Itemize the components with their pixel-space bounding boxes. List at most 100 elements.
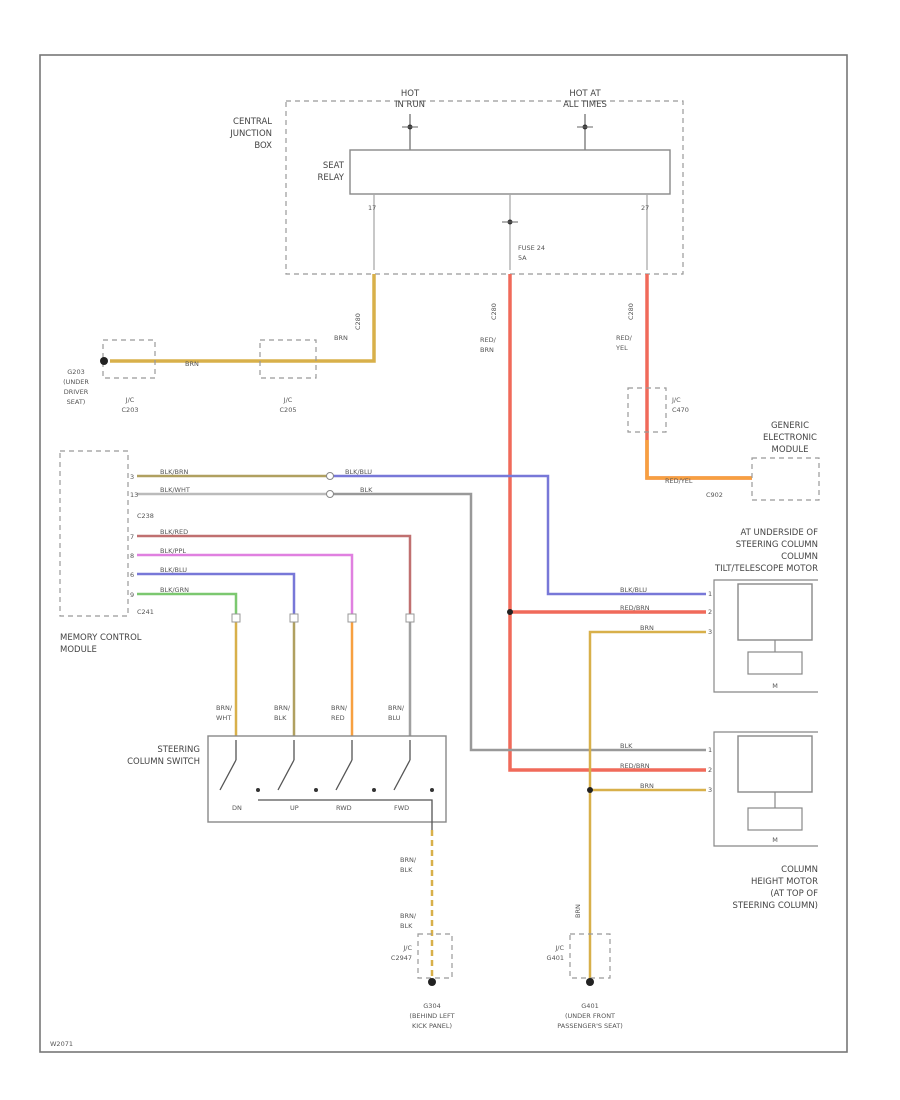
- svg-text:BRN/: BRN/: [216, 704, 233, 712]
- svg-text:FWD: FWD: [394, 804, 409, 812]
- central-junction-box-outline: [285, 100, 684, 275]
- svg-text:BRN: BRN: [640, 782, 654, 790]
- svg-text:RED/YEL: RED/YEL: [665, 477, 693, 485]
- svg-text:J/C: J/C: [554, 944, 564, 952]
- svg-text:BLK/BLU: BLK/BLU: [620, 586, 647, 594]
- svg-text:BRN/: BRN/: [400, 856, 417, 864]
- svg-text:RED/BRN: RED/BRN: [620, 604, 650, 612]
- svg-text:8: 8: [130, 552, 134, 560]
- svg-text:PASSENGER'S SEAT): PASSENGER'S SEAT): [557, 1022, 623, 1030]
- wire-brn-g401: [588, 630, 706, 980]
- svg-text:BRN/: BRN/: [331, 704, 348, 712]
- hot-in-run-feed: [402, 114, 418, 150]
- svg-text:ELECTRONIC: ELECTRONIC: [763, 433, 817, 443]
- g401-label: G401 (UNDER FRONT PASSENGER'S SEAT): [557, 1002, 623, 1030]
- steering-column-switch-label: STEERING COLUMN SWITCH: [127, 745, 200, 767]
- g203-label: G203 (UNDER DRIVER SEAT): [63, 368, 89, 406]
- svg-text:BLK/BRN: BLK/BRN: [160, 468, 189, 476]
- brn-blu-label: BRN/ BLU: [388, 704, 405, 722]
- seat-relay-box: [349, 149, 671, 195]
- svg-text:BLK/PPL: BLK/PPL: [160, 547, 186, 555]
- svg-text:BRN: BRN: [574, 904, 582, 918]
- svg-text:COLUMN: COLUMN: [781, 865, 818, 875]
- svg-text:STEERING COLUMN): STEERING COLUMN): [732, 901, 818, 911]
- svg-text:GENERIC: GENERIC: [771, 421, 809, 431]
- memory-control-module-label: MEMORY CONTROL MODULE: [60, 633, 142, 655]
- svg-text:KICK PANEL): KICK PANEL): [412, 1022, 452, 1030]
- svg-text:C280: C280: [354, 313, 362, 330]
- svg-text:BLK: BLK: [360, 486, 373, 494]
- wire-blk: [330, 492, 706, 752]
- svg-text:COLUMN: COLUMN: [781, 552, 818, 562]
- wire-blk-blu: [137, 572, 296, 615]
- svg-text:BLK/RED: BLK/RED: [160, 528, 188, 536]
- svg-text:BLK/BLU: BLK/BLU: [345, 468, 372, 476]
- jc-c2947-label: J/C C2947: [391, 944, 413, 962]
- jc-c205-box: [259, 339, 317, 379]
- memory-control-module-box: [59, 450, 129, 617]
- svg-text:BRN/: BRN/: [274, 704, 291, 712]
- svg-text:BLK/WHT: BLK/WHT: [160, 486, 190, 494]
- jc-c2947-box: [417, 933, 453, 979]
- seat-relay-label: SEAT RELAY: [317, 161, 344, 183]
- svg-text:G401: G401: [547, 954, 564, 962]
- svg-text:BRN: BRN: [640, 624, 654, 632]
- svg-text:RED: RED: [331, 714, 345, 722]
- jc-c203-box: [102, 339, 156, 379]
- svg-text:3: 3: [130, 473, 134, 481]
- g304-label: G304 (BEHIND LEFT KICK PANEL): [409, 1002, 454, 1030]
- red-yel-label: RED/ YEL: [615, 334, 633, 352]
- svg-text:ALL TIMES: ALL TIMES: [563, 100, 607, 110]
- svg-text:MODULE: MODULE: [772, 445, 809, 455]
- steering-column-switch-box: [207, 735, 447, 823]
- jc-g401-label: J/C G401: [547, 944, 565, 962]
- svg-text:BRN: BRN: [334, 334, 348, 342]
- svg-text:5A: 5A: [518, 254, 527, 262]
- switch-contacts: [219, 740, 433, 830]
- svg-text:BLK: BLK: [274, 714, 287, 722]
- svg-text:STEERING COLUMN: STEERING COLUMN: [736, 540, 818, 550]
- svg-text:2: 2: [708, 766, 712, 774]
- svg-text:13: 13: [130, 491, 138, 499]
- hot-at-all-times-feed: [577, 114, 593, 150]
- svg-text:HOT: HOT: [401, 89, 420, 99]
- svg-text:BLU: BLU: [388, 714, 401, 722]
- wire-red-yel-gem: [645, 274, 752, 480]
- brn-blk-label: BRN/ BLK: [274, 704, 291, 722]
- svg-text:BLK: BLK: [400, 922, 413, 930]
- svg-text:RWD: RWD: [336, 804, 352, 812]
- svg-text:BRN/: BRN/: [388, 704, 405, 712]
- brn-red-label: BRN/ RED: [331, 704, 348, 722]
- hot-in-run-label: HOT IN RUN: [395, 89, 425, 110]
- svg-text:27: 27: [641, 204, 649, 212]
- svg-text:7: 7: [130, 533, 134, 541]
- svg-text:2: 2: [708, 608, 712, 616]
- svg-text:RED/: RED/: [480, 336, 497, 344]
- svg-text:DRIVER: DRIVER: [64, 388, 89, 396]
- svg-text:G401: G401: [581, 1002, 598, 1010]
- svg-text:1: 1: [708, 746, 712, 754]
- hot-at-all-times-label: HOT AT ALL TIMES: [563, 89, 607, 110]
- svg-text:RED/BRN: RED/BRN: [620, 762, 650, 770]
- gem-box: [751, 457, 820, 501]
- svg-text:BLK/GRN: BLK/GRN: [160, 586, 189, 594]
- svg-text:BOX: BOX: [254, 141, 272, 151]
- jc-c470-label: J/C C470: [671, 396, 689, 414]
- svg-text:JUNCTION: JUNCTION: [229, 129, 272, 139]
- svg-text:C2947: C2947: [391, 954, 412, 962]
- svg-text:BRN: BRN: [480, 346, 494, 354]
- svg-text:17: 17: [368, 204, 376, 212]
- svg-text:C902: C902: [706, 491, 723, 499]
- svg-text:RELAY: RELAY: [317, 173, 344, 183]
- red-brn-label: RED/ BRN: [480, 336, 497, 354]
- svg-text:(BEHIND LEFT: (BEHIND LEFT: [409, 1012, 454, 1020]
- svg-text:STEERING: STEERING: [157, 745, 200, 755]
- svg-text:C238: C238: [137, 512, 154, 520]
- wire-blk-blu-upper: [330, 474, 706, 596]
- svg-text:G203: G203: [67, 368, 84, 376]
- wire-blk-red: [137, 534, 412, 615]
- ground-g401: [586, 978, 594, 986]
- svg-text:MODULE: MODULE: [60, 645, 97, 655]
- tilt-telescope-motor-label: AT UNDERSIDE OF STEERING COLUMN COLUMN T…: [714, 528, 818, 574]
